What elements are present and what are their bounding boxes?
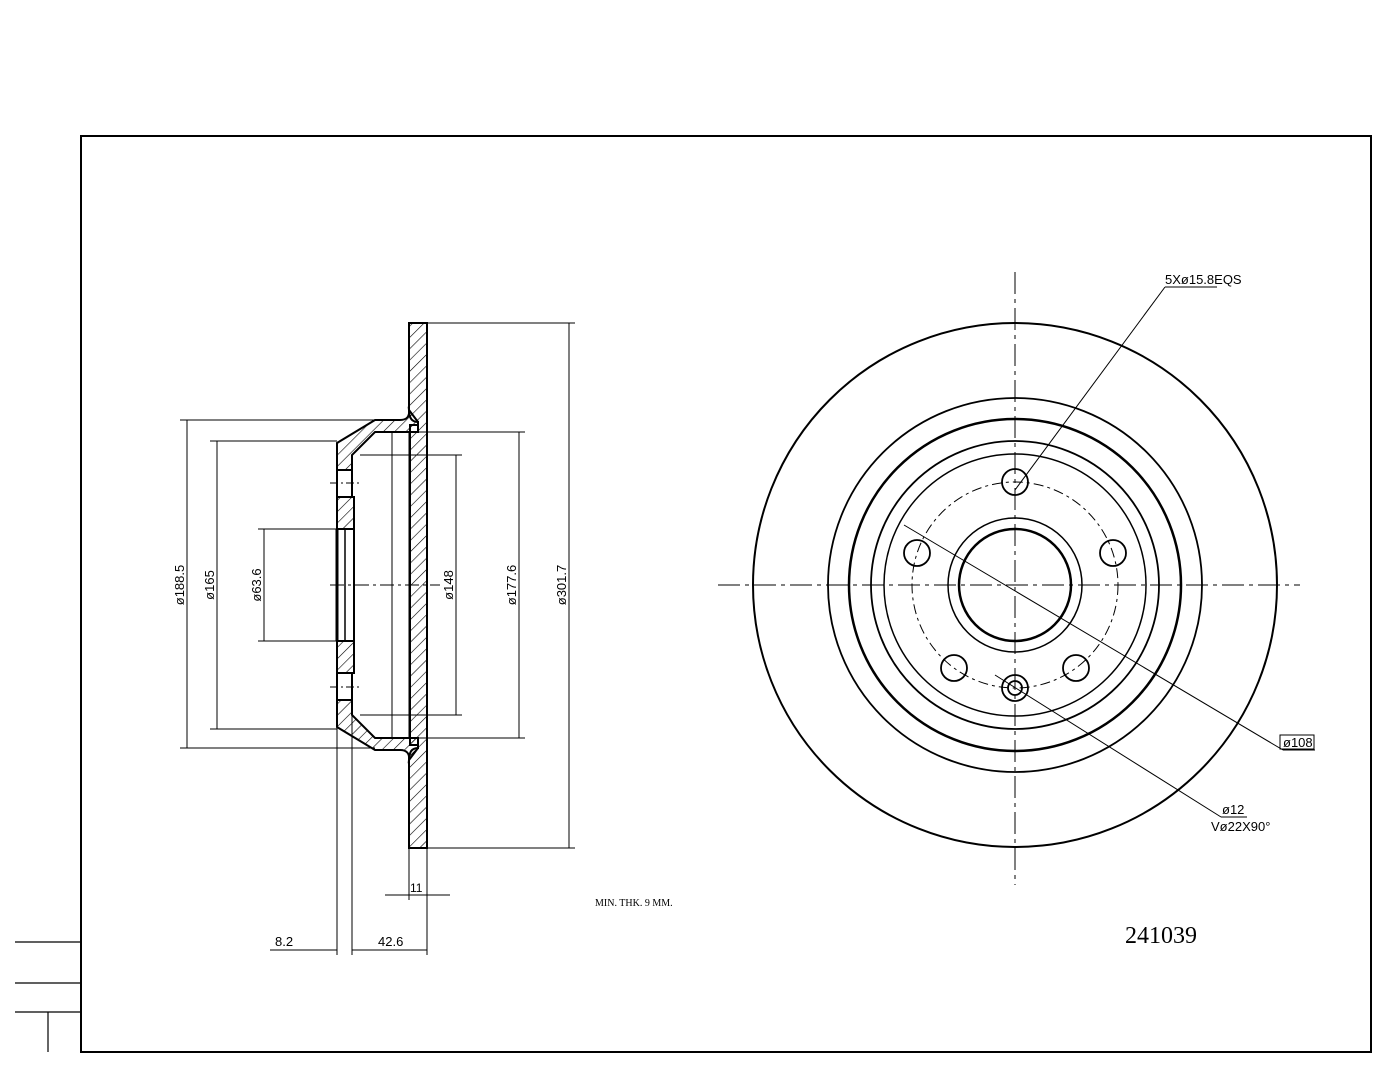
- dim-offset: 8.2: [275, 934, 293, 949]
- front-dimension-labels: 5Xø15.8EQS ø108 ø12 Vø22X90°: [1165, 272, 1313, 834]
- pcd-label: ø108: [1283, 735, 1313, 750]
- part-number: 241039: [1125, 923, 1197, 949]
- bolt-holes-label: 5Xø15.8EQS: [1165, 272, 1242, 287]
- dim-d188: ø188.5: [172, 565, 187, 605]
- dim-d177: ø177.6: [504, 565, 519, 605]
- section-dimension-labels: ø188.5 ø165 ø63.6 ø148 ø177.6 ø301.7 11 …: [172, 565, 569, 949]
- countersink-label: Vø22X90°: [1211, 819, 1270, 834]
- dim-d165: ø165: [202, 570, 217, 600]
- dim-height: 42.6: [378, 934, 403, 949]
- hole-label: ø12: [1222, 802, 1244, 817]
- dim-thickness: 11: [410, 881, 423, 895]
- dim-d301: ø301.7: [554, 565, 569, 605]
- drawing-border: [80, 135, 1372, 1053]
- dim-d63: ø63.6: [249, 568, 264, 601]
- section-view: [180, 322, 575, 955]
- min-thickness-note: MIN. THK. 9 MM.: [595, 898, 673, 909]
- title-block: [15, 941, 81, 1052]
- dim-d148: ø148: [441, 570, 456, 600]
- front-view: [718, 272, 1315, 885]
